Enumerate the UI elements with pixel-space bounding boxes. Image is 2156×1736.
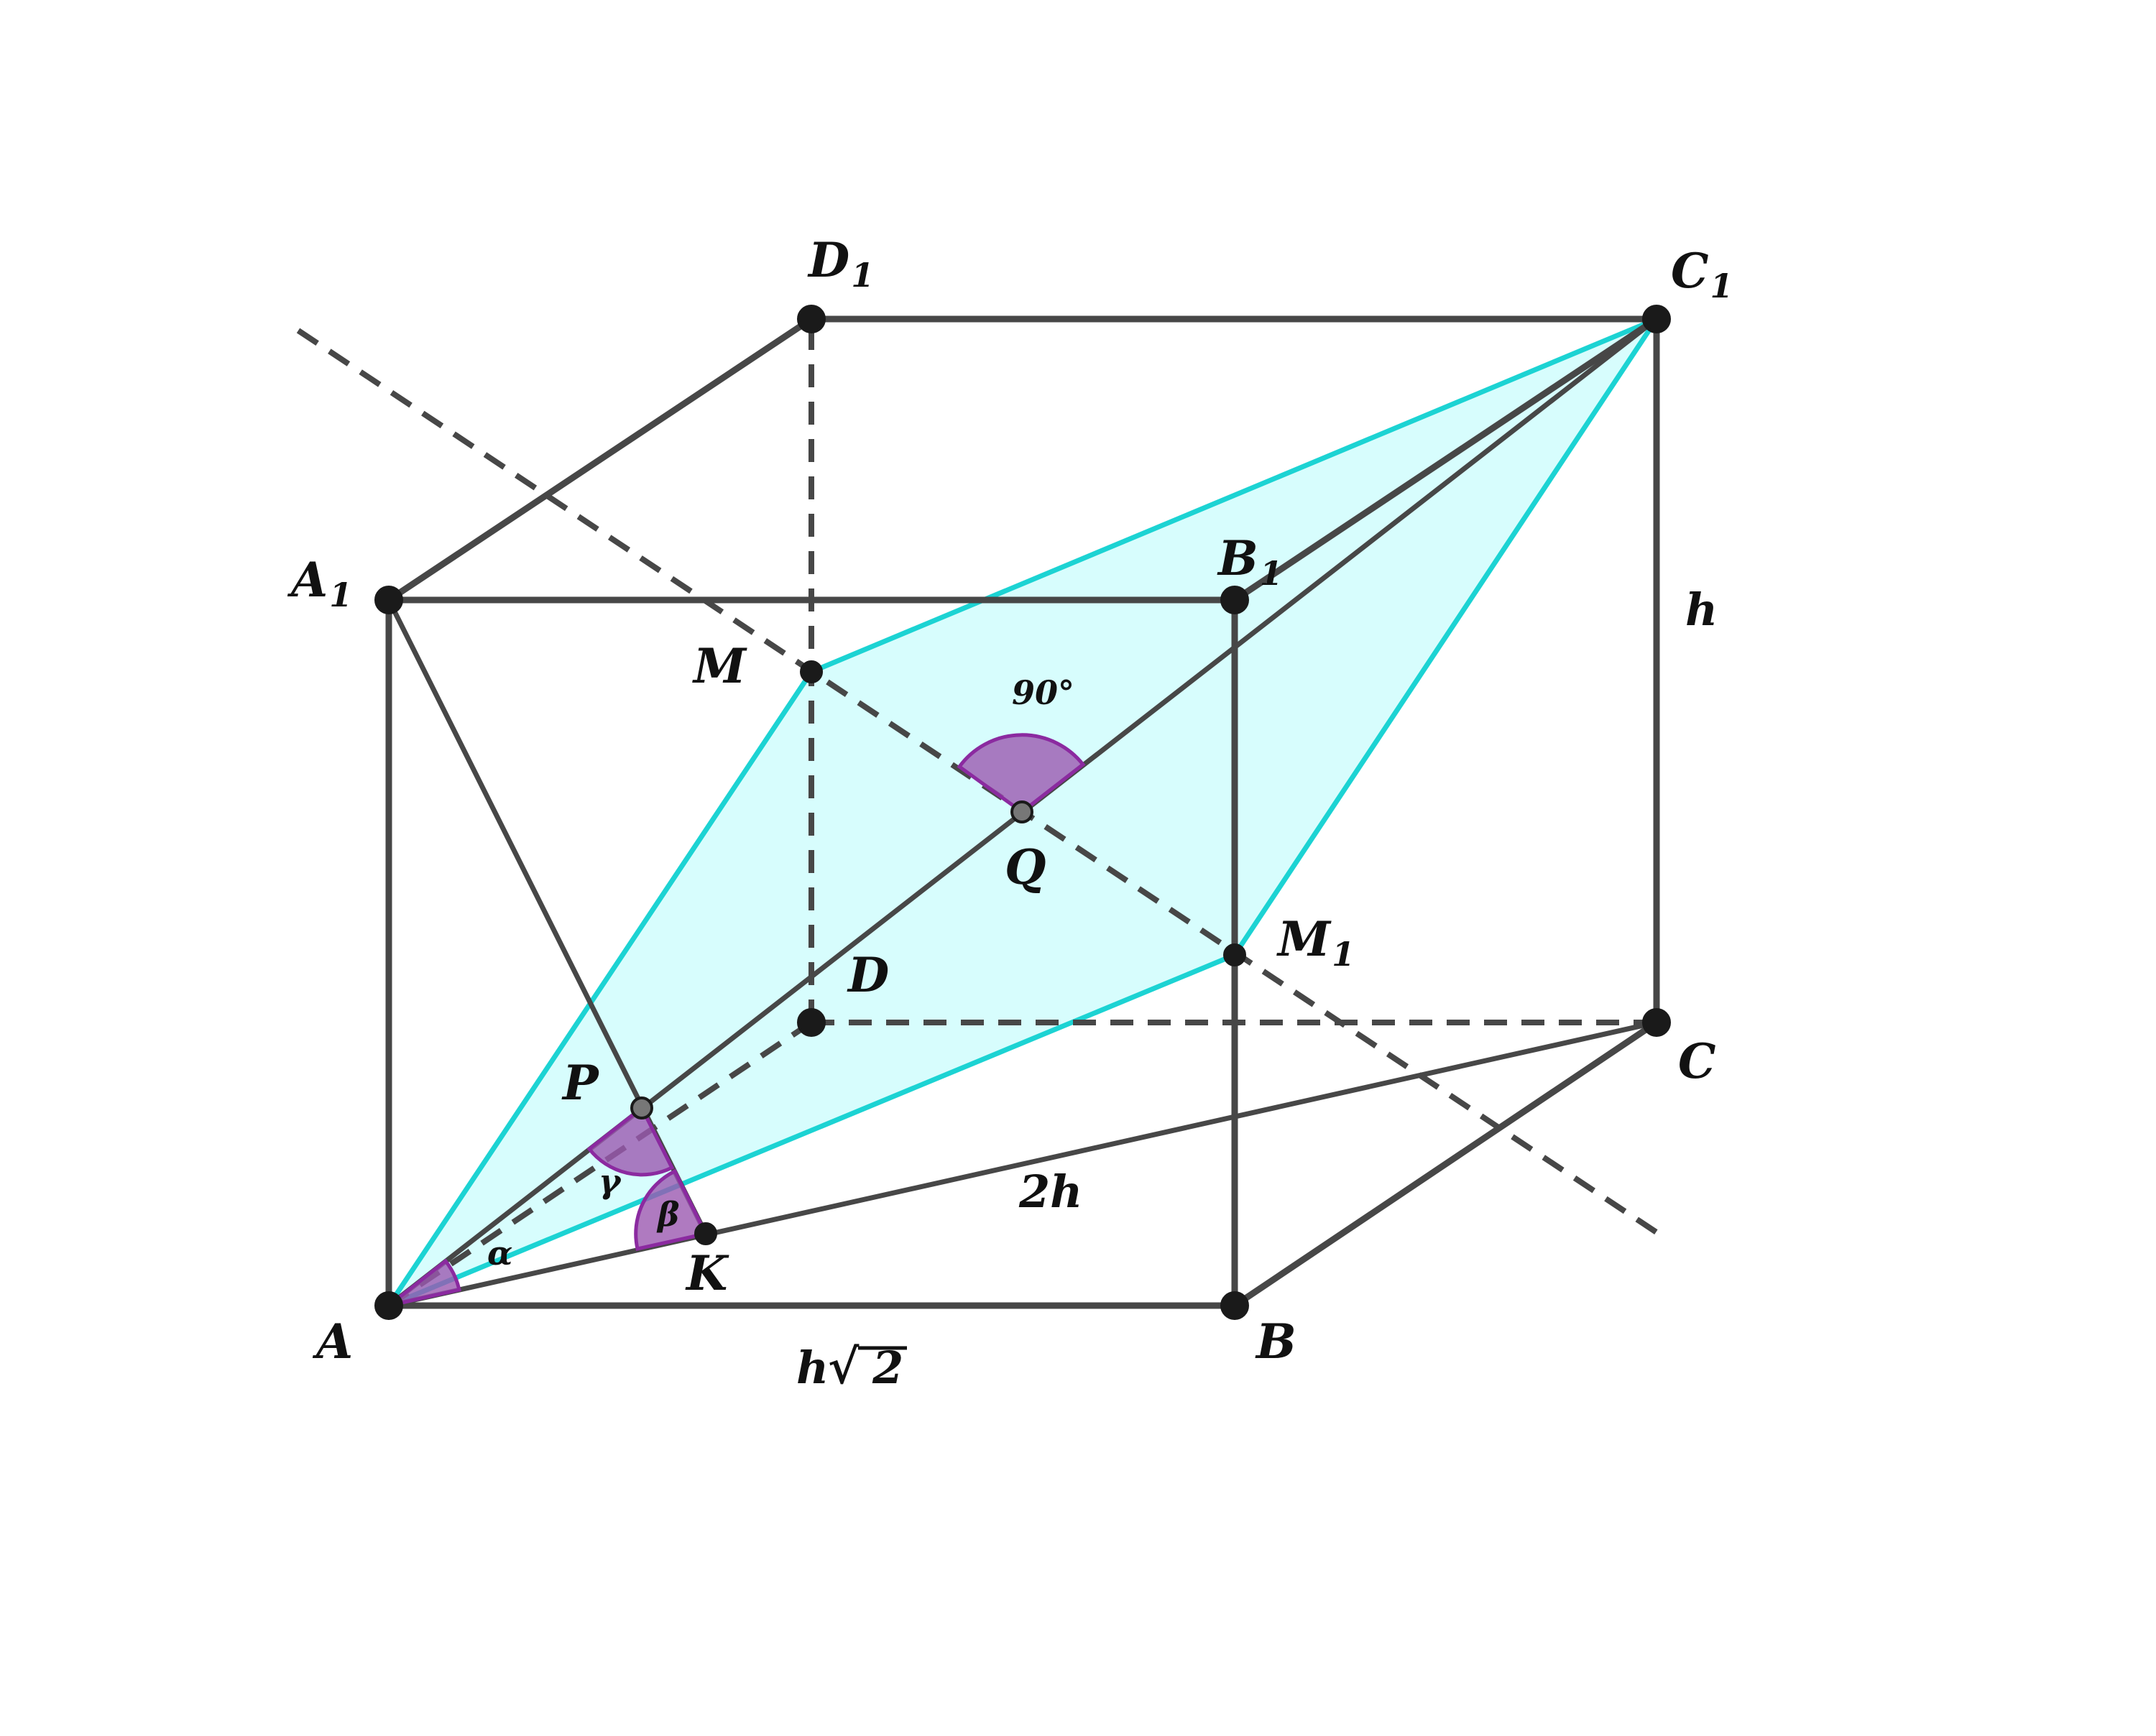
angle-marker-gamma — [586, 1105, 675, 1177]
point-D1 — [797, 305, 826, 333]
label-edge-BC: 2h — [1018, 1165, 1082, 1218]
label-D: D — [847, 947, 889, 1003]
label-angle-right: 90° — [1012, 673, 1074, 712]
point-B1 — [1220, 586, 1249, 614]
angle-marker-alpha — [387, 1258, 461, 1308]
edge-A-D — [387, 1020, 814, 1308]
segment-A-C — [386, 1020, 1659, 1308]
label-D1: D1 — [807, 232, 874, 295]
label-edge-AB-base: h — [796, 1342, 829, 1394]
label-angle-gamma: γ — [599, 1162, 622, 1201]
right-angle-marker-q — [957, 733, 1086, 815]
label-angle-beta: β — [656, 1195, 680, 1234]
edge-B-C — [1231, 1019, 1660, 1309]
point-A — [374, 1291, 403, 1320]
label-A1: A1 — [287, 552, 352, 614]
label-M1: M1 — [1276, 911, 1355, 974]
edge-B1-C1 — [1231, 315, 1660, 604]
label-edge-AB-radicand: 2 — [872, 1342, 903, 1394]
point-D — [797, 1008, 826, 1037]
point-K — [694, 1222, 717, 1245]
label-B: B — [1255, 1313, 1296, 1370]
point-A1 — [374, 586, 403, 614]
point-Q — [1010, 800, 1033, 823]
point-C1 — [1642, 305, 1671, 333]
point-M — [800, 660, 823, 683]
label-C: C — [1678, 1033, 1716, 1089]
perpendicular-line — [296, 328, 1669, 1242]
label-M: M — [692, 638, 747, 694]
point-C — [1642, 1008, 1671, 1037]
label-B1: B1 — [1217, 530, 1283, 593]
edge-A1-D1 — [385, 315, 815, 604]
label-P: P — [561, 1055, 600, 1111]
point-B — [1220, 1291, 1249, 1320]
label-K: K — [685, 1245, 729, 1301]
point-P — [630, 1096, 653, 1119]
label-A: A — [312, 1313, 353, 1370]
label-edge-CC1: h — [1685, 583, 1718, 636]
point-M1 — [1223, 943, 1246, 966]
label-angle-alpha: α — [487, 1234, 512, 1273]
angle-marker-beta — [634, 1168, 709, 1251]
label-C1: C1 — [1671, 243, 1733, 305]
label-Q: Q — [1005, 839, 1046, 895]
sqrt-sign: √ — [828, 1339, 860, 1395]
